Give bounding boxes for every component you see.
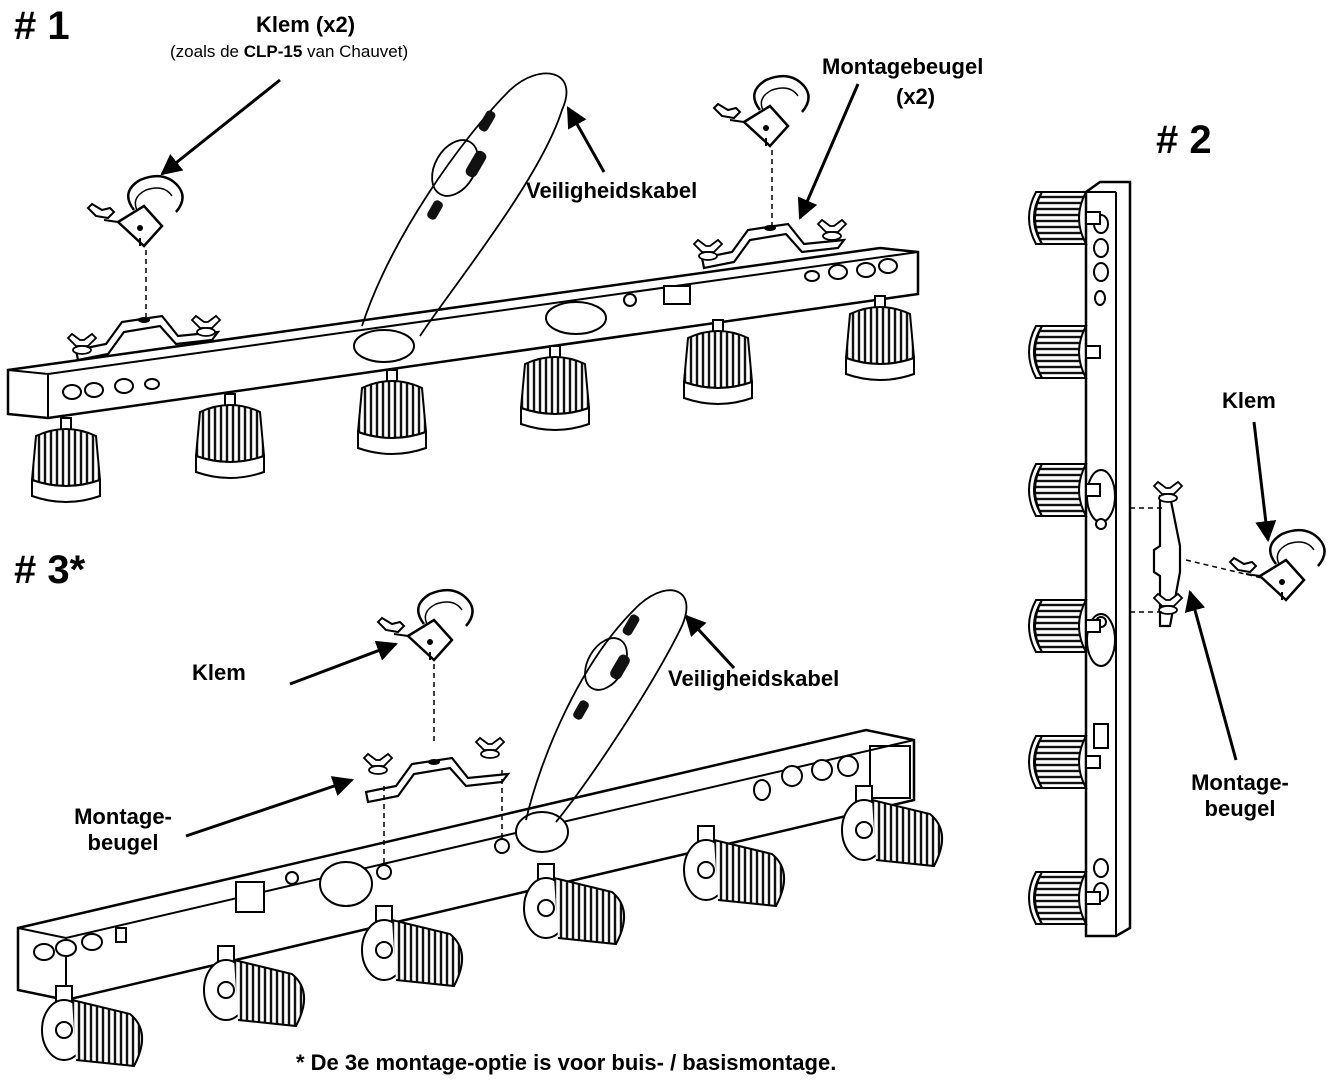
safety-cable-label-1: Veiligheidskabel xyxy=(526,178,698,203)
mounting-bracket-count: (x2) xyxy=(896,84,936,109)
clamp-example-prefix: (zoals de xyxy=(170,42,244,61)
clamp-label-3: Klem xyxy=(192,660,246,685)
section-3-number: # 3* xyxy=(14,548,86,592)
clamp-example-model: CLP-15 xyxy=(243,42,303,61)
figure-1 xyxy=(6,72,920,503)
mounting-bracket-3-line1: Montage- xyxy=(74,804,172,829)
safety-cable-label-3: Veiligheidskabel xyxy=(668,666,840,691)
clamp-example-note: (zoals de CLP-15 van Chauvet) xyxy=(170,42,408,62)
clamp-label-2: Klem xyxy=(1222,388,1276,413)
mounting-bracket-label-3: Montage- beugel xyxy=(58,804,188,856)
footnote: * De 3e montage-optie is voor buis- / ba… xyxy=(296,1050,837,1075)
section-1-number: # 1 xyxy=(14,4,70,48)
mounting-bracket-label: Montagebeugel xyxy=(822,54,984,79)
section-2-number: # 2 xyxy=(1156,118,1212,162)
figure-3 xyxy=(16,588,944,1067)
mounting-bracket-2-line1: Montage- xyxy=(1191,770,1289,795)
clamp-x2-label: Klem (x2) xyxy=(256,12,356,37)
mounting-bracket-label-2: Montage- beugel xyxy=(1180,770,1300,822)
clamp-example-suffix: van Chauvet) xyxy=(302,42,409,61)
figure-2 xyxy=(1028,180,1326,938)
mounting-bracket-3-line2: beugel xyxy=(87,830,159,855)
mounting-bracket-2-line2: beugel xyxy=(1204,796,1276,821)
